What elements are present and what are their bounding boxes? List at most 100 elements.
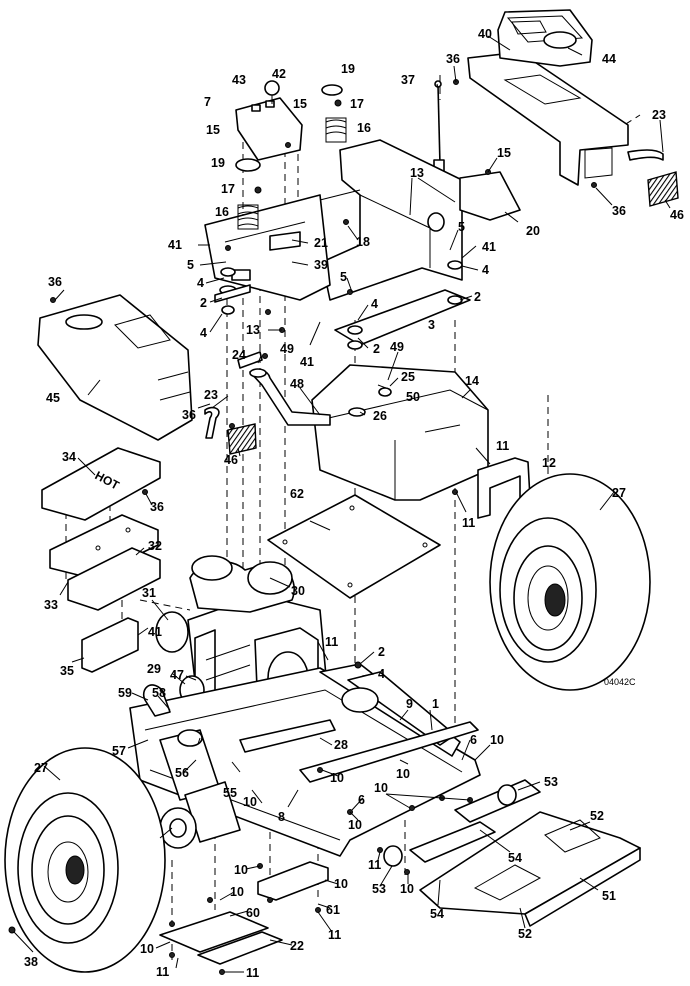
callout-29: 29 [147, 662, 161, 676]
callout-45: 45 [46, 391, 60, 405]
wheel-left [4, 747, 166, 973]
foot-platform [419, 811, 641, 927]
filler-neck-48 [249, 368, 331, 426]
callout-10: 10 [234, 863, 248, 877]
callout-59: 59 [118, 686, 132, 700]
callout-33: 33 [44, 598, 58, 612]
callout-62: 62 [290, 487, 304, 501]
callout-41: 41 [168, 238, 182, 252]
callout-16: 16 [357, 121, 371, 135]
fuel-tank-cover [467, 51, 629, 186]
callout-15: 15 [293, 97, 307, 111]
callout-36: 36 [612, 204, 626, 218]
callout-47: 47 [170, 668, 184, 682]
bracket-35 [81, 617, 139, 673]
callout-10: 10 [396, 767, 410, 781]
grill-46-right [647, 171, 679, 207]
callout-10: 10 [230, 885, 244, 899]
air-cleaner-cover-31 [155, 611, 189, 653]
callout-4: 4 [371, 297, 378, 311]
callout-8: 8 [278, 810, 285, 824]
callout-57: 57 [112, 744, 126, 758]
callout-22: 22 [290, 939, 304, 953]
callout-36: 36 [446, 52, 460, 66]
callout-10: 10 [490, 733, 504, 747]
callout-49: 49 [280, 342, 294, 356]
callout-40: 40 [478, 27, 492, 41]
callout-37: 37 [401, 73, 415, 87]
callout-53: 53 [544, 775, 558, 789]
spring-left [235, 158, 262, 230]
heat-shield-62 [267, 494, 441, 599]
callout-1: 1 [432, 697, 439, 711]
callout-10: 10 [400, 882, 414, 896]
callout-11: 11 [325, 635, 338, 649]
callout-23: 23 [204, 388, 218, 402]
callout-61: 61 [326, 903, 340, 917]
callout-17: 17 [221, 182, 235, 196]
callout-5: 5 [187, 258, 194, 272]
callout-13: 13 [246, 323, 260, 337]
callout-4: 4 [378, 667, 385, 681]
callout-12: 12 [542, 456, 556, 470]
roller-bearings-53 [383, 784, 517, 867]
callout-28: 28 [334, 738, 348, 752]
callout-2: 2 [373, 342, 380, 356]
callout-10: 10 [243, 795, 257, 809]
callout-11: 11 [246, 966, 259, 980]
callout-41: 41 [148, 625, 162, 639]
callout-19: 19 [211, 156, 225, 170]
callout-53: 53 [372, 882, 386, 896]
callout-43: 43 [232, 73, 246, 87]
part-callouts: 40 44 36 37 23 36 46 15 20 13 5 41 4 2 1… [24, 27, 684, 980]
callout-48: 48 [290, 377, 304, 391]
muffler-cover-34: HOT [41, 447, 161, 521]
callout-11: 11 [496, 439, 509, 453]
callout-26: 26 [373, 409, 387, 423]
fuel-tank [311, 364, 489, 501]
fasteners [8, 79, 597, 975]
drawing-number: 04042C [604, 677, 636, 687]
callout-24: 24 [232, 348, 246, 362]
spring-right [321, 84, 347, 143]
callout-32: 32 [148, 539, 162, 553]
callout-11: 11 [462, 516, 475, 530]
callout-27: 27 [34, 761, 48, 775]
plate-22 [197, 931, 283, 965]
callout-16: 16 [215, 205, 229, 219]
callout-34: 34 [62, 450, 76, 464]
callout-36: 36 [182, 408, 196, 422]
callout-19: 19 [341, 62, 355, 76]
hood-45 [37, 294, 193, 441]
main-frame [129, 663, 481, 857]
fuel-gauge-housing [497, 9, 593, 67]
callout-13: 13 [410, 166, 424, 180]
callout-35: 35 [60, 664, 74, 678]
plate-60 [159, 911, 269, 953]
callout-38: 38 [24, 955, 38, 969]
callout-27: 27 [612, 486, 626, 500]
callout-36: 36 [48, 275, 62, 289]
callout-4: 4 [197, 276, 204, 290]
console-housing [299, 139, 521, 346]
callout-2: 2 [378, 645, 385, 659]
callout-11: 11 [368, 858, 381, 872]
hose-23-left [204, 406, 220, 439]
bracket-61 [257, 861, 329, 901]
bracket-hardware-left [214, 267, 251, 315]
callout-10: 10 [348, 818, 362, 832]
callout-50: 50 [406, 390, 420, 404]
callout-10: 10 [140, 942, 154, 956]
muffler-shield-32 [67, 547, 161, 611]
bracket-hardware-right [347, 260, 463, 350]
callout-15: 15 [497, 146, 511, 160]
callout-15: 15 [206, 123, 220, 137]
hose-23-right [627, 149, 664, 161]
callout-14: 14 [465, 374, 479, 388]
callout-11: 11 [156, 965, 169, 979]
grill-46-left [227, 423, 257, 455]
callout-2: 2 [200, 296, 207, 310]
rod-37 [433, 80, 445, 173]
axle-tube-28 [239, 719, 336, 753]
